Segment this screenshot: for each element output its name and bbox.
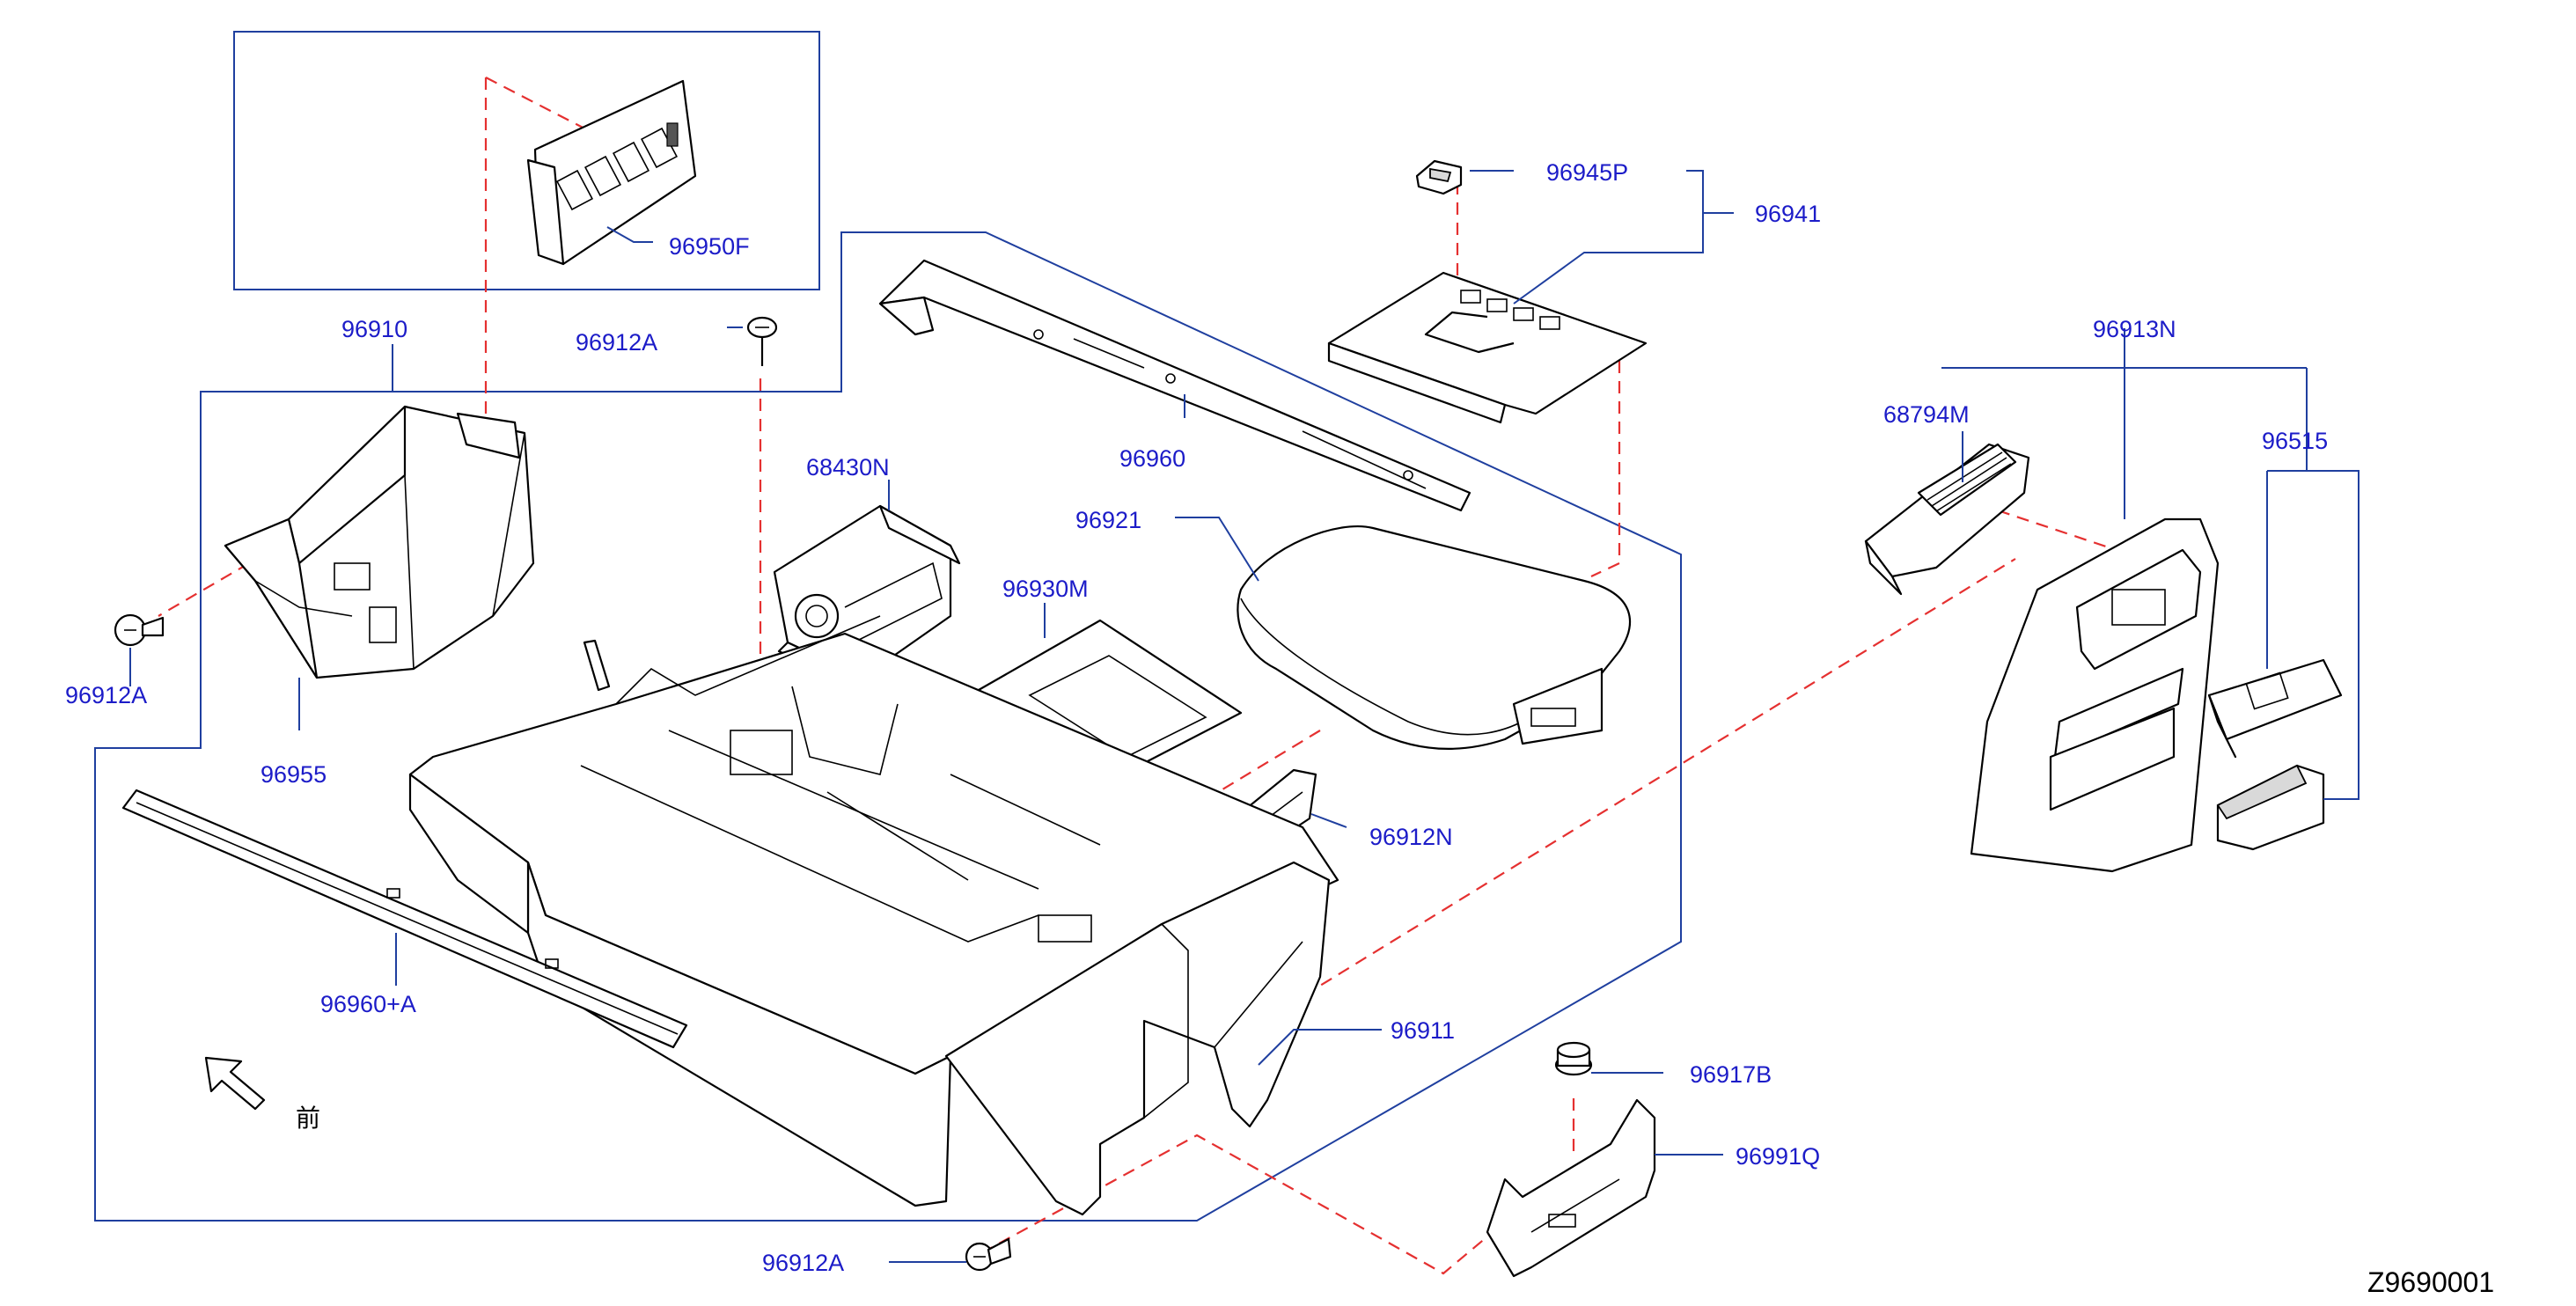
label-96941: 96941 [1755,201,1821,227]
label-96960: 96960 [1119,445,1185,472]
label-96991Q: 96991Q [1736,1143,1820,1170]
side-cover-96911 [944,861,1331,1216]
bracket-96991Q [1486,1098,1656,1278]
switch-panel-96950F [526,79,697,266]
label-96515: 96515 [2262,428,2328,454]
label-96955: 96955 [261,761,327,788]
front-direction-arrow-icon [204,1056,266,1111]
finisher-strip-96960A [121,789,688,1049]
nut-96917B [1554,1041,1593,1076]
label-96930M: 96930M [1002,576,1089,602]
label-96960A: 96960+A [320,991,416,1017]
label-96950F: 96950F [669,233,750,260]
plug-96515 [2216,764,2325,851]
label-leaders [129,170,2359,1263]
clip-96912A-bottom [965,1237,1012,1272]
armrest-lid-96921 [1237,525,1631,751]
rear-switch-96515 [2207,658,2343,759]
main-assembly-frame [94,231,1682,1222]
diagram-code: Z9690001 [2367,1266,2494,1298]
rear-cover-96913N [1970,517,2220,873]
knob-cover-96945P [1415,159,1463,195]
finisher-strip-96960 [878,259,1471,512]
clip-96912A-left [114,613,165,647]
label-96921: 96921 [1075,507,1141,533]
label-96913N: 96913N [2093,316,2176,342]
label-96917B: 96917B [1690,1061,1772,1088]
label-96911: 96911 [1391,1017,1455,1044]
label-96912A-left: 96912A [65,682,147,708]
inset-box-frame [233,31,820,290]
label-96912A-top: 96912A [576,329,657,356]
label-96912A-bottom: 96912A [762,1250,844,1276]
label-68430N: 68430N [806,454,890,481]
front-label: 前 [296,1104,320,1133]
label-96912N: 96912N [1369,824,1453,850]
label-68794M: 68794M [1883,401,1970,428]
shift-finisher-96941 [1327,271,1648,424]
front-bracket-96955 [224,405,535,679]
clip-96912A-top [746,316,778,366]
label-96910: 96910 [341,316,407,342]
rear-vent-68794M [1864,443,2030,596]
label-96945P: 96945P [1546,159,1628,186]
